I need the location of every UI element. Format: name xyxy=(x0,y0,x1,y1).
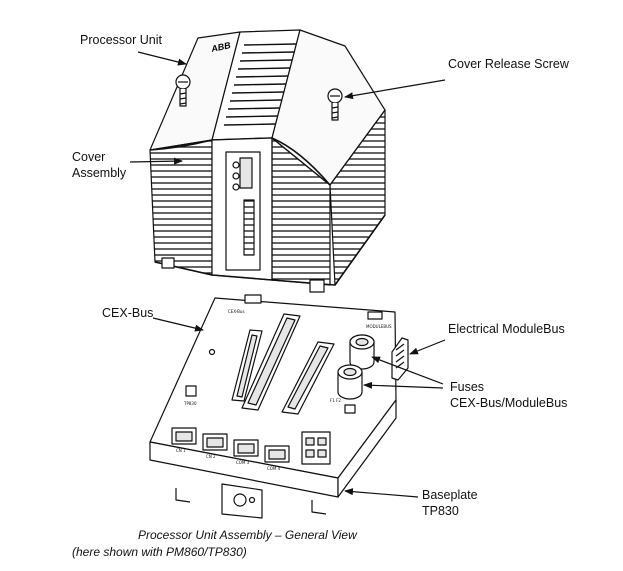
leader-cover-release-screw xyxy=(344,79,446,100)
mounting-hole xyxy=(208,348,216,356)
cover-release-screw xyxy=(327,88,343,121)
marking-port-2: CN 2 xyxy=(206,454,216,459)
bottom-tab-left xyxy=(161,257,175,269)
label-fuses-line1: Fuses xyxy=(450,380,485,394)
marking-port-4: COM 4 xyxy=(267,466,281,471)
marking-modulebus: MODULEBUS xyxy=(366,324,392,329)
left-front-face xyxy=(149,139,213,276)
fuse-1 xyxy=(349,334,375,370)
cex-bus-slot-3 xyxy=(281,341,335,415)
baseplate-right-side xyxy=(337,399,397,498)
leader-processor-unit xyxy=(137,51,187,66)
rj45-port-2 xyxy=(202,433,228,451)
cover-screw-left xyxy=(175,74,191,107)
rj45-port-1 xyxy=(171,427,197,445)
label-cover-assembly-line2: Assembly xyxy=(72,166,127,180)
figure-caption-title: Processor Unit Assembly – General View xyxy=(138,528,357,542)
figure-caption-subtitle: (here shown with PM860/TP830) xyxy=(72,545,247,559)
status-led-1 xyxy=(232,161,240,169)
cex-bus-slot-1 xyxy=(231,329,263,402)
center-module-vents xyxy=(223,43,297,126)
processor-unit xyxy=(149,29,386,293)
marking-cex-bus: CEX-Bus xyxy=(228,309,245,314)
bottom-tab-right xyxy=(309,279,325,293)
marking-fuses: F1 F2 xyxy=(330,398,341,403)
label-cover-release-screw: Cover Release Screw xyxy=(448,57,569,71)
fuse-2 xyxy=(337,364,363,400)
label-cex-bus: CEX-Bus xyxy=(102,306,154,320)
label-baseplate-line1: Baseplate xyxy=(422,488,478,502)
marking-port-1: CN 1 xyxy=(176,448,186,453)
leader-cover-assembly xyxy=(129,157,183,165)
marking-tp830: TP830 xyxy=(183,401,197,406)
label-processor-unit: Processor Unit xyxy=(80,33,162,47)
modulebus-tab xyxy=(367,311,383,320)
brand-logo: ABB xyxy=(209,40,232,54)
label-electrical-modulebus: Electrical ModuleBus xyxy=(448,322,565,336)
marking-port-3: COM 3 xyxy=(236,460,250,465)
status-led-3 xyxy=(232,183,240,191)
din-foot-2 xyxy=(311,500,327,515)
bottom-edge xyxy=(154,214,386,286)
fuse-holder-tab xyxy=(344,404,356,414)
label-fuses-line2: CEX-Bus/ModuleBus xyxy=(450,396,568,410)
leader-electrical-modulebus xyxy=(409,339,446,355)
leader-lines xyxy=(129,51,446,498)
leader-fuse-1 xyxy=(371,356,444,385)
cex-bus-tab xyxy=(244,294,262,304)
status-led-2 xyxy=(232,172,240,180)
rj45-port-3 xyxy=(233,439,259,457)
din-foot-1 xyxy=(175,488,191,503)
rj45-port-4 xyxy=(264,445,290,463)
label-baseplate-line2: TP830 xyxy=(422,504,459,518)
baseplate xyxy=(149,294,409,519)
front-connector xyxy=(239,157,253,189)
leader-cex-bus xyxy=(152,317,204,332)
power-terminal-block xyxy=(301,431,331,465)
address-plug xyxy=(221,483,263,519)
cex-bus-slot-2 xyxy=(241,313,301,411)
front-slot xyxy=(243,199,255,256)
leader-baseplate xyxy=(344,488,419,498)
leader-fuse-2 xyxy=(363,381,444,389)
tp830-latch xyxy=(185,385,197,397)
label-cover-assembly-line1: Cover xyxy=(72,150,106,164)
